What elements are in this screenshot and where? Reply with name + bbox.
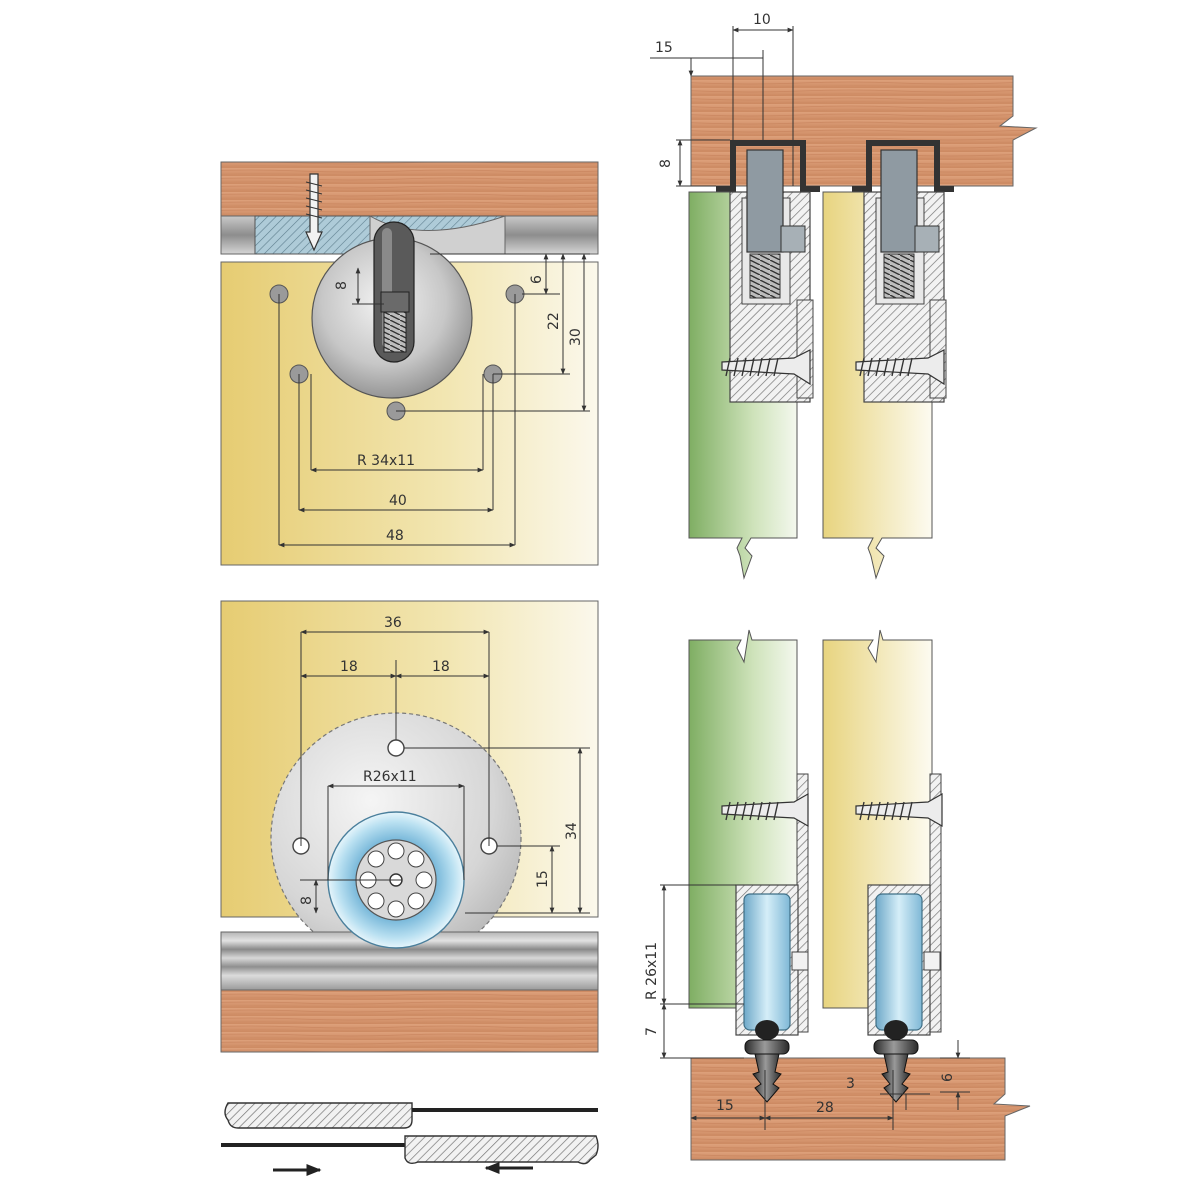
dim-side-6: 6 [940,1073,956,1082]
side-section-top: 10 15 8 [650,12,1038,580]
dim-side-radius: R 26x11 [644,942,660,1000]
mounting-screw-thread [305,181,323,219]
dim-top-22: 22 [546,312,562,330]
dim-bottom-radius: R26x11 [363,769,417,785]
top-track-channel-1 [716,140,820,192]
green-lower-screw [721,792,809,828]
roller-bearing-balls [359,842,433,918]
dim-bottom-8: 8 [299,896,315,905]
top-hanger-front-view: R 34x11 40 48 8 6 22 30 [220,161,599,566]
dim-top-40: 40 [389,493,407,509]
top-wood-header [220,161,599,218]
dim-top-6: 6 [529,275,545,284]
door-motion-schematic [221,1102,599,1176]
yellow-roller-axle-cap [923,951,941,971]
green-hanger-spring [749,253,781,299]
dim-side-28: 28 [816,1100,834,1116]
yellow-hanger-spring [883,253,915,299]
side-bottom-dimension-lines [660,884,970,1130]
dim-side-7: 7 [644,1027,660,1036]
dim-top-radius: R 34x11 [357,453,415,469]
dim-top-30: 30 [568,328,584,346]
dim-bottom-18-right: 18 [432,659,450,675]
bottom-roller-front-view: 36 18 18 R26x11 34 15 8 [220,600,599,1053]
yellow-roller-wheel [875,893,923,1031]
dim-bottom-36: 36 [384,615,402,631]
yellow-hanger-nut [914,225,940,253]
dim-bottom-15: 15 [535,870,551,888]
yellow-lower-screw [855,792,943,828]
top-view-dimension-lines [278,253,590,548]
screw-hole-upper [387,739,405,757]
dim-side-8-top: 8 [658,159,674,168]
dim-bottom-18-left: 18 [340,659,358,675]
side-top-dimension-lines [650,26,794,187]
green-door-screw [721,349,811,386]
dim-side-15-top: 15 [655,40,673,56]
green-roller-wheel [743,893,791,1031]
bottom-view-dimension-lines [300,629,590,914]
green-hanger-nut [780,225,806,253]
green-roller-axle-cap [791,951,809,971]
floor-guide-pin-1 [744,1020,790,1103]
hanger-bolt-head [380,291,410,313]
dim-side-10: 10 [753,12,771,28]
top-track-channel-2 [852,140,954,192]
dim-side-3: 3 [846,1076,855,1092]
floor-guide-pin-2 [873,1020,919,1103]
hanger-adjust-spring [383,309,407,353]
dim-top-8: 8 [334,281,350,290]
green-hanger-block [746,149,784,253]
dim-top-48: 48 [386,528,404,544]
ceiling-wood-beam [690,75,1038,187]
lower-door-section [404,1135,599,1165]
yellow-door-screw [855,349,945,386]
upper-door-section [224,1102,413,1129]
bottom-wood-floor [220,989,599,1053]
side-section-bottom: R 26x11 7 15 28 3 6 [644,629,1031,1161]
dim-bottom-34: 34 [564,822,580,840]
dim-side-15-bottom: 15 [716,1098,734,1114]
yellow-hanger-block [880,149,918,253]
floor-wood-base [690,1057,1031,1161]
